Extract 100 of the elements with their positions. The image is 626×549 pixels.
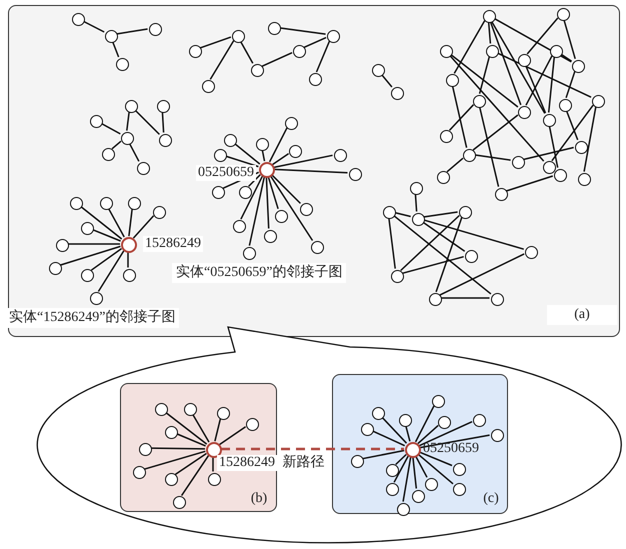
graph-node	[386, 482, 398, 496]
graph-edge	[92, 228, 121, 242]
graph-edge	[270, 175, 314, 241]
graph-panel	[8, 5, 620, 337]
graph-node	[550, 44, 562, 58]
graph-node	[70, 196, 82, 210]
graph-edge	[240, 40, 254, 64]
graph-node	[284, 116, 298, 130]
graph-edge	[551, 104, 594, 162]
graph-node	[120, 132, 134, 144]
graph-node	[432, 394, 444, 408]
graph-node	[172, 496, 186, 508]
graph-node	[232, 30, 244, 42]
graph-node	[396, 502, 410, 516]
graph-edge	[362, 450, 404, 460]
graph-edge	[219, 426, 246, 446]
graph-node	[104, 30, 118, 42]
graph-node	[90, 292, 102, 304]
graph-edge	[268, 176, 279, 210]
graph-node	[102, 148, 114, 160]
graph-edge	[128, 142, 140, 162]
graph-edge	[422, 221, 466, 252]
graph-node	[80, 268, 94, 282]
graph-edge	[222, 172, 259, 189]
graph-node	[578, 172, 590, 186]
graph-edge	[439, 253, 525, 296]
graph-edge	[419, 421, 472, 446]
graph-node	[216, 406, 230, 420]
graph-edge	[192, 413, 210, 442]
graph-edge	[446, 158, 464, 172]
graph-node	[440, 130, 452, 142]
graph-edge	[268, 127, 288, 162]
graph-edge	[116, 28, 148, 35]
subgraph-panel	[332, 374, 508, 514]
graph-edge	[448, 104, 474, 131]
graph-edge	[144, 450, 206, 470]
panel-label: (b)	[250, 490, 268, 508]
graph-node	[542, 160, 556, 174]
graph-node	[156, 100, 170, 112]
graph-edge	[490, 20, 522, 106]
graph-node	[256, 138, 268, 150]
graph-node	[164, 472, 178, 486]
graph-node	[512, 156, 524, 168]
graph-node	[428, 292, 442, 306]
graph-node	[390, 86, 404, 100]
graph-edge	[240, 176, 264, 220]
graph-node	[158, 134, 172, 146]
graph-edge	[472, 114, 518, 151]
graph-node	[482, 10, 496, 22]
graph-node	[288, 144, 302, 158]
node-label: 15286249	[143, 236, 203, 252]
graph-edge	[454, 20, 486, 74]
graph-node	[292, 44, 306, 58]
graph-node	[136, 162, 150, 174]
graph-node	[490, 428, 504, 442]
graph-edge	[380, 416, 408, 444]
graph-node	[446, 74, 458, 86]
graph-node	[472, 414, 486, 426]
graph-node	[264, 230, 276, 242]
graph-edge	[261, 149, 266, 162]
graph-edge	[474, 154, 511, 161]
graph-node	[214, 148, 226, 162]
dashed-path-edge	[221, 448, 404, 450]
graph-edge	[262, 52, 292, 67]
edge-label: 新路径	[280, 455, 326, 471]
graph-edge	[402, 456, 412, 502]
graph-node	[154, 402, 168, 416]
graph-node	[458, 206, 472, 218]
graph-edge	[393, 456, 409, 483]
caption: 实体“05250659”的邻接子图	[172, 263, 346, 283]
graph-edge	[164, 411, 208, 445]
graph-node	[372, 64, 384, 76]
graph-edge	[478, 56, 490, 94]
graph-edge	[224, 155, 259, 168]
graph-node	[518, 106, 530, 118]
graph-edge	[490, 20, 546, 114]
graph-edge	[414, 405, 435, 442]
graph-node	[372, 406, 384, 420]
graph-edge	[304, 36, 326, 48]
graph-node	[390, 270, 404, 282]
hub-node	[405, 442, 421, 458]
graph-edge	[392, 214, 492, 294]
graph-edge	[200, 36, 232, 49]
graph-node	[412, 212, 424, 226]
graph-node	[122, 268, 136, 282]
graph-node	[238, 186, 252, 198]
graph-edge	[423, 211, 458, 218]
graph-edge	[248, 174, 261, 187]
graph-node	[350, 454, 364, 468]
caption: 实体“15286249”的邻接子图	[5, 308, 180, 328]
graph-edge	[128, 208, 133, 236]
graph-edge	[560, 53, 572, 62]
graph-node	[462, 148, 476, 162]
graph-node	[382, 206, 396, 218]
graph-edge	[448, 54, 544, 162]
graph-node	[164, 426, 178, 438]
graph-edge	[418, 454, 454, 484]
graph-edge	[112, 140, 122, 150]
graph-edge	[100, 122, 121, 135]
graph-node	[232, 220, 246, 232]
